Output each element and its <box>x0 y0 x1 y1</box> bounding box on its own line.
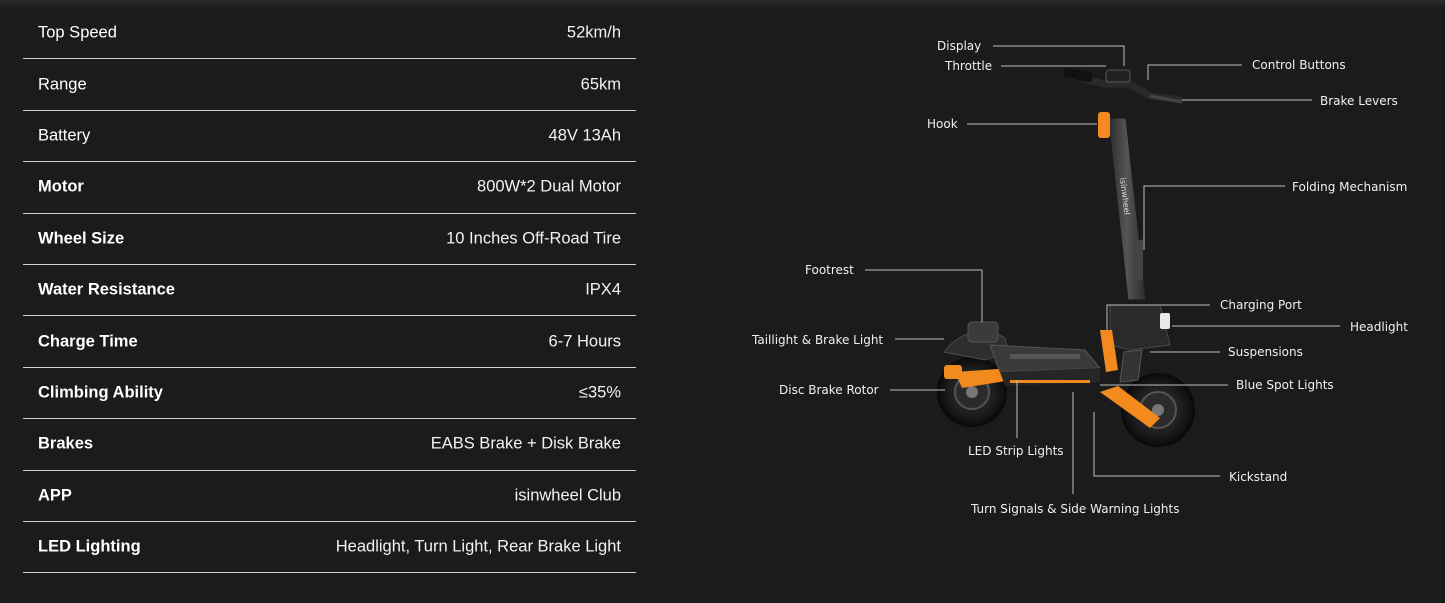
spec-label: APP <box>38 486 72 505</box>
deck <box>989 344 1102 386</box>
spec-label: Water Resistance <box>38 280 175 299</box>
callout-labels: Display Throttle Control Buttons Brake L… <box>751 39 1408 516</box>
spec-row: Charge Time 6-7 Hours <box>23 316 636 368</box>
spec-row: Water Resistance IPX4 <box>23 265 636 317</box>
spec-value: 10 Inches Off-Road Tire <box>446 229 621 248</box>
spec-label: Brakes <box>38 434 94 453</box>
spec-row: Range 65km <box>23 59 636 111</box>
spec-row: Motor 800W*2 Dual Motor <box>23 162 636 214</box>
scooter-illustration: isinwheel <box>937 67 1195 447</box>
spec-row: Battery 48V 13Ah <box>23 111 636 163</box>
callout-footrest: Footrest <box>805 263 854 277</box>
front-wheel <box>1121 373 1195 447</box>
spec-label: Range <box>38 75 87 94</box>
top-shadow <box>0 0 1445 8</box>
handlebar <box>1062 67 1184 138</box>
callout-kickstand: Kickstand <box>1229 470 1287 484</box>
callout-headlight: Headlight <box>1350 320 1408 334</box>
spec-row: Top Speed 52km/h <box>23 8 636 60</box>
spec-value: Headlight, Turn Light, Rear Brake Light <box>335 537 621 556</box>
spec-label: Battery <box>38 126 91 145</box>
spec-value: isinwheel Club <box>514 486 621 505</box>
callout-folding-mechanism: Folding Mechanism <box>1292 180 1407 194</box>
spec-label: Motor <box>38 177 84 196</box>
stem: isinwheel <box>1107 117 1147 301</box>
spec-row: LED Lighting Headlight, Turn Light, Rear … <box>23 522 636 574</box>
callout-turn-signals: Turn Signals & Side Warning Lights <box>970 502 1179 516</box>
spec-label: Climbing Ability <box>38 383 163 402</box>
spec-row: Brakes EABS Brake + Disk Brake <box>23 419 636 471</box>
spec-value: ≤35% <box>578 383 621 402</box>
spec-label: Top Speed <box>38 23 117 42</box>
spec-value: 52km/h <box>566 23 621 42</box>
spec-row: Climbing Ability ≤35% <box>23 368 636 420</box>
spec-value: 65km <box>580 75 621 94</box>
callout-brake-levers: Brake Levers <box>1320 94 1398 108</box>
callout-control-buttons: Control Buttons <box>1252 58 1346 72</box>
callout-taillight: Taillight & Brake Light <box>751 333 883 347</box>
spec-value: 800W*2 Dual Motor <box>477 177 621 196</box>
hook-part <box>1098 112 1110 138</box>
spec-row: Wheel Size 10 Inches Off-Road Tire <box>23 214 636 265</box>
callout-charging-port: Charging Port <box>1220 298 1302 312</box>
spec-value: IPX4 <box>585 280 621 299</box>
spec-label: Charge Time <box>38 332 138 351</box>
spec-row: APP isinwheel Club <box>23 471 636 522</box>
spec-label: LED Lighting <box>38 537 141 556</box>
leader-lines <box>865 45 1340 494</box>
callout-hook: Hook <box>927 117 958 131</box>
callout-disc-brake-rotor: Disc Brake Rotor <box>779 383 879 397</box>
headlight-lamp <box>1160 313 1170 329</box>
spec-value: EABS Brake + Disk Brake <box>430 434 621 453</box>
callout-blue-spot-lights: Blue Spot Lights <box>1236 378 1334 392</box>
callout-display: Display <box>937 39 981 53</box>
callout-led-strip-lights: LED Strip Lights <box>968 444 1064 458</box>
spec-value: 6-7 Hours <box>548 332 621 351</box>
spec-value: 48V 13Ah <box>548 126 621 145</box>
callout-suspensions: Suspensions <box>1228 345 1303 359</box>
spec-label: Wheel Size <box>38 229 125 248</box>
callout-throttle: Throttle <box>944 59 992 73</box>
